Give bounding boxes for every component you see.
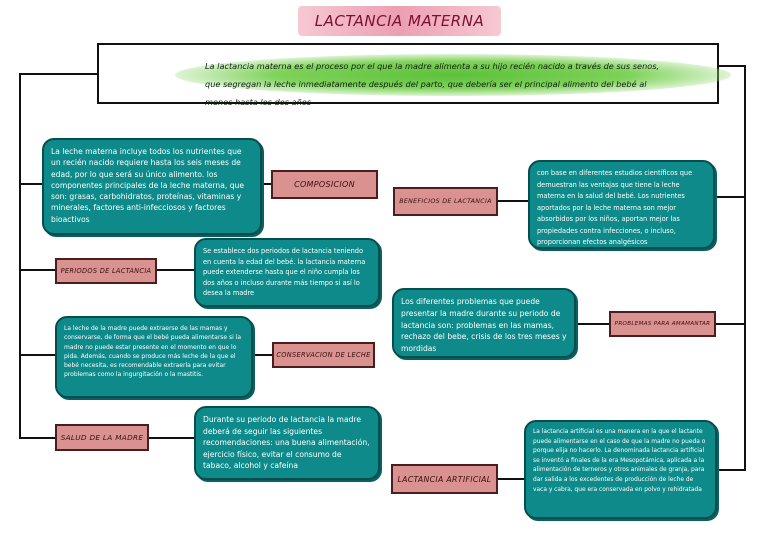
conservacion-box: La leche de la madre puede extraerse de … (55, 316, 253, 398)
left-spine (19, 73, 97, 439)
beneficios-box: con base en diferentes estudios científi… (528, 160, 715, 249)
problemas-label: PROBLEMAS PARA AMAMANTAR (609, 311, 716, 337)
salud-box: Durante su periodo de lactancia la madre… (194, 406, 380, 480)
periodos-box: Se establece dos periodos de lactancia t… (194, 238, 380, 307)
definition-text: La lactancia materna es el proceso por e… (205, 61, 660, 107)
composicion-box: La leche materna incluye todos los nutri… (42, 138, 262, 235)
green-brush-stroke (175, 54, 731, 96)
page-title: LACTANCIA MATERNA (298, 6, 501, 36)
right-spine (717, 65, 746, 471)
periodos-label: PERIODOS DE LACTANCIA (55, 258, 157, 284)
artificial-label: LACTANCIA ARTIFICIAL (391, 464, 498, 494)
beneficios-label: BENEFICIOS DE LACTANCIA (393, 187, 498, 216)
salud-label: SALUD DE LA MADRE (55, 424, 149, 451)
problemas-box: Los diferentes problemas que puede prese… (392, 288, 576, 358)
artificial-box: La lactancia artificial es una manera en… (524, 420, 717, 519)
conservacion-label: CONSERVACION DE LECHE (272, 342, 375, 368)
definition-box: La lactancia materna es el proceso por e… (97, 43, 731, 107)
composicion-label: COMPOSICION (271, 170, 378, 199)
